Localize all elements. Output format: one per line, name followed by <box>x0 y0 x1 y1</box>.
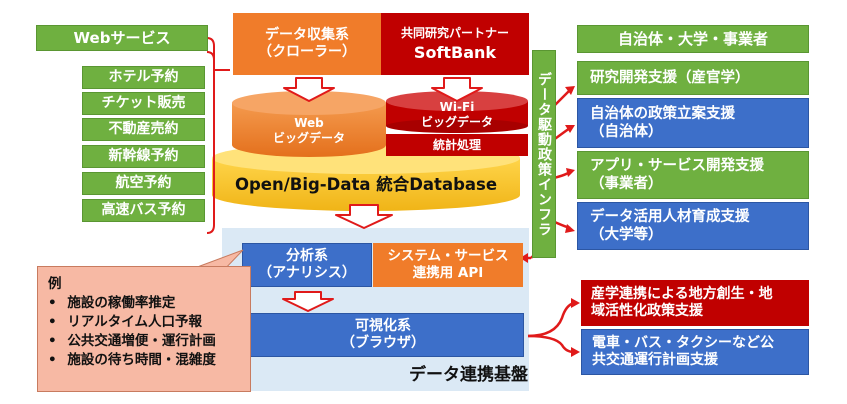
support-item-research: 研究開発支援（産官学） <box>577 61 809 95</box>
wifi-bigdata-line1: Wi-Fi <box>439 100 475 114</box>
stats-box: 統計処理 <box>386 134 528 156</box>
support-item-talent: データ活用人材育成支援 （大学等） <box>577 202 809 250</box>
visual-line1: 可視化系 <box>355 317 411 334</box>
examples-callout: 例 • 施設の稼働率推定 • リアルタイム人口予報 • 公共交通増便・運行計画 … <box>37 266 251 392</box>
platform-label: データ連携基盤 <box>372 360 528 386</box>
output-line2: 共交通運行計画支援 <box>592 352 718 368</box>
example-item: • リアルタイム人口予報 <box>48 314 202 330</box>
visual-line2: （ブラウザ） <box>341 335 425 351</box>
partner-line2: SoftBank <box>413 42 497 62</box>
service-item-ticket: チケット販売 <box>82 92 205 115</box>
database-label: Open/Big-Data 統合Database <box>212 172 520 198</box>
service-label: 航空予約 <box>115 174 172 191</box>
service-item-flight: 航空予約 <box>82 172 205 195</box>
partner-line1: 共同研究パートナー <box>400 25 509 40</box>
examples-title: 例 <box>48 276 62 292</box>
crawler-line2: （クローラー） <box>258 44 356 60</box>
database-text: Open/Big-Data 統合Database <box>234 174 498 194</box>
example-text: 施設の待ち時間・混雑度 <box>67 352 216 368</box>
system-api-box: システム・サービス 連携用 API <box>373 243 523 287</box>
output-line1: 産学連携による地方創生・地 <box>591 285 773 302</box>
output-regional-policy: 産学連携による地方創生・地 域活性化政策支援 <box>581 280 809 326</box>
support-item-policy: 自治体の政策立案支援 （自治体） <box>577 98 809 148</box>
service-label: 新幹線予約 <box>108 147 179 164</box>
infra-vertical-bar: データ駆動政策インフラ <box>532 50 556 258</box>
example-text: 施設の稼働率推定 <box>67 295 176 311</box>
example-text: 公共交通増便・運行計画 <box>67 333 216 349</box>
support-line2: （自治体） <box>590 124 663 140</box>
output-transport-plan: 電車・バス・タクシーなど公 共交通運行計画支援 <box>581 329 809 375</box>
service-item-realestate: 不動産売約 <box>82 118 205 141</box>
support-line2: （大学等） <box>590 227 663 243</box>
service-item-hotel: ホテル予約 <box>82 66 205 89</box>
web-bigdata-line2: ビッグデータ <box>272 131 345 145</box>
support-line1: データ活用人材育成支援 <box>590 208 750 225</box>
stakeholders-header: 自治体・大学・事業者 <box>577 25 809 53</box>
flow-arrows <box>282 77 483 312</box>
service-label: 高速バス予約 <box>101 201 186 218</box>
web-bigdata-line1: Web <box>294 116 324 130</box>
analysis-line2: （アナリシス） <box>258 265 356 281</box>
system-api-line2: 連携用 API <box>412 265 484 281</box>
service-label: 不動産売約 <box>108 120 179 137</box>
crawler-line1: データ収集系 <box>265 26 349 43</box>
stats-label: 統計処理 <box>432 137 481 152</box>
output-line1: 電車・バス・タクシーなど公 <box>592 334 774 351</box>
analysis-line1: 分析系 <box>286 247 328 264</box>
system-api-line1: システム・サービス <box>387 248 509 265</box>
support-line1: 自治体の政策立案支援 <box>590 105 735 122</box>
web-services-header-label: Webサービス <box>73 28 171 47</box>
example-item: • 公共交通増便・運行計画 <box>48 333 216 349</box>
infra-label: データ駆動政策インフラ <box>536 71 552 237</box>
example-item: • 施設の待ち時間・混雑度 <box>48 352 216 368</box>
example-item: • 施設の稼働率推定 <box>48 295 176 311</box>
output-line2: 域活性化政策支援 <box>591 303 703 319</box>
platform-label-text: データ連携基盤 <box>409 365 528 385</box>
output-arrows <box>527 301 575 354</box>
web-bigdata-cylinder <box>232 91 386 157</box>
wifi-bigdata-label: Wi-Fi ビッグデータ <box>390 100 524 129</box>
web-bigdata-label: Web ビッグデータ <box>240 112 378 150</box>
service-item-highway-bus: 高速バス予約 <box>82 199 205 222</box>
crawler-box: データ収集系 （クローラー） <box>233 13 381 75</box>
service-label: チケット販売 <box>101 94 186 111</box>
service-label: ホテル予約 <box>108 68 179 85</box>
support-line1: 研究開発支援（産官学） <box>590 69 750 86</box>
wifi-bigdata-line2: ビッグデータ <box>420 115 493 129</box>
infra-arrowheads <box>565 86 575 233</box>
partner-box: 共同研究パートナー SoftBank <box>381 13 529 75</box>
support-line2: （事業者） <box>590 176 663 192</box>
stakeholders-header-label: 自治体・大学・事業者 <box>617 29 768 48</box>
service-item-shinkansen: 新幹線予約 <box>82 145 205 168</box>
left-bracket <box>206 37 230 234</box>
support-item-app: アプリ・サービス開発支援 （事業者） <box>577 151 809 199</box>
web-services-header: Webサービス <box>36 25 208 51</box>
analysis-box: 分析系 （アナリシス） <box>242 243 372 287</box>
example-text: リアルタイム人口予報 <box>67 314 202 330</box>
visualization-box: 可視化系 （ブラウザ） <box>242 313 524 357</box>
support-line1: アプリ・サービス開発支援 <box>590 157 764 174</box>
